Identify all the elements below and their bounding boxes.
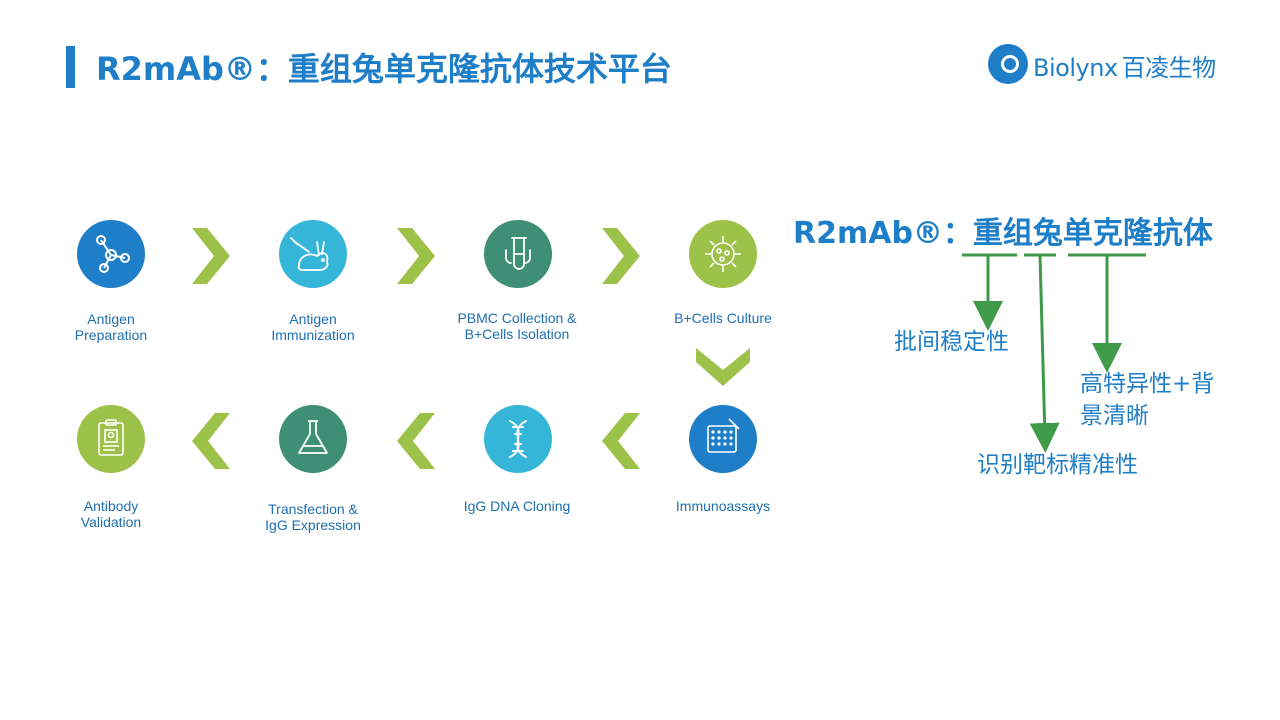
clipboard-icon: [98, 419, 124, 456]
flow-arrow-left-icon: [192, 413, 230, 469]
step-label: B+Cells Culture: [674, 310, 772, 326]
title-accent-bar: [66, 46, 75, 88]
step-label: Transfection & IgG Expression: [265, 501, 361, 533]
test-tube-magnet-icon: [505, 237, 531, 270]
annotation-batch-stability: 批间稳定性: [894, 329, 1009, 355]
step-immunoassays: [689, 405, 757, 473]
logo-mark-icon: [988, 44, 1028, 84]
step-label: Antigen Immunization: [271, 311, 355, 343]
dna-icon: [509, 420, 527, 458]
step-b-cells-culture: [689, 220, 757, 288]
step-label: Immunoassays: [675, 498, 771, 514]
step-pbmc-collection: [484, 220, 552, 288]
step-label: IgG DNA Cloning: [463, 498, 571, 514]
flow-arrow-right-icon: [397, 228, 435, 284]
step-label: Antigen Preparation: [74, 311, 148, 343]
step-transfection: [279, 405, 347, 473]
logo-brand: Biolynx: [1033, 54, 1118, 82]
step-antigen-immunization: [279, 220, 347, 288]
annotation-target-precision: 识别靶标精准性: [977, 452, 1138, 478]
molecule-icon: [96, 235, 130, 273]
logo-chinese-name: 百凌生物: [1121, 54, 1217, 82]
flow-arrow-down-icon: [696, 348, 750, 386]
r2mab-heading: R2mAb®：重组兔单克隆抗体: [793, 216, 1213, 251]
step-label: PBMC Collection & B+Cells Isolation: [457, 310, 577, 342]
annotation-high-specificity: 高特异性+背 景清晰: [1080, 371, 1215, 429]
plate-icon: [707, 418, 740, 453]
flow-arrow-left-icon: [397, 413, 435, 469]
flask-icon: [298, 420, 328, 454]
rabbit-icon: [290, 237, 329, 271]
step-antibody-validation: [77, 405, 145, 473]
step-antigen-preparation: [77, 220, 145, 288]
step-igg-dna-cloning: [484, 405, 552, 473]
flow-arrow-right-icon: [602, 228, 640, 284]
step-label: Antibody Validation: [80, 498, 142, 530]
connector-precision: [1029, 254, 1060, 453]
flow-arrow-left-icon: [602, 413, 640, 469]
cell-icon: [705, 236, 741, 272]
flow-arrow-right-icon: [192, 228, 230, 284]
page-title: R2mAb®：重组兔单克隆抗体技术平台: [96, 50, 672, 88]
